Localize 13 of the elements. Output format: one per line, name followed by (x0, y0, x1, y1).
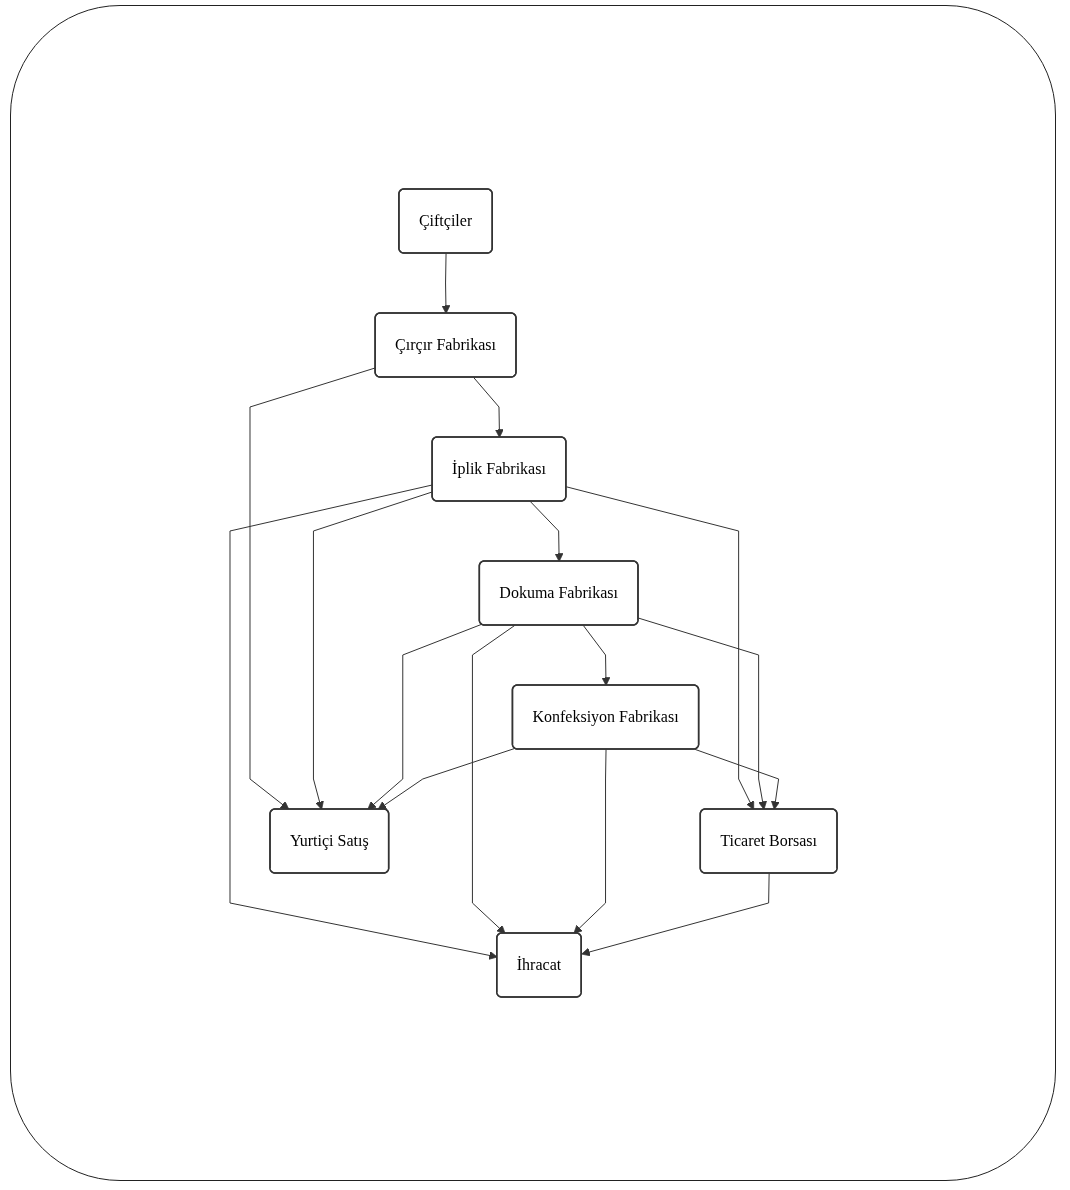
diagram-frame: Çiftçiler Çırçır Fabrikası İplik Fabrikası Dokuma Fabrikası Konfeksiyon Fabrikası Ticaret Borsası İhracat Yurtiçi Satış (10, 5, 1056, 1181)
arrow (637, 617, 767, 810)
arrow (572, 749, 607, 934)
arrow (529, 501, 563, 562)
arrow (472, 377, 504, 438)
arrow (580, 873, 770, 957)
arrow (565, 486, 754, 810)
arrow (471, 625, 515, 934)
arrow (694, 748, 780, 810)
arrow (441, 253, 450, 314)
arrow (582, 625, 610, 686)
arrow (366, 623, 482, 810)
arrow (377, 747, 515, 810)
